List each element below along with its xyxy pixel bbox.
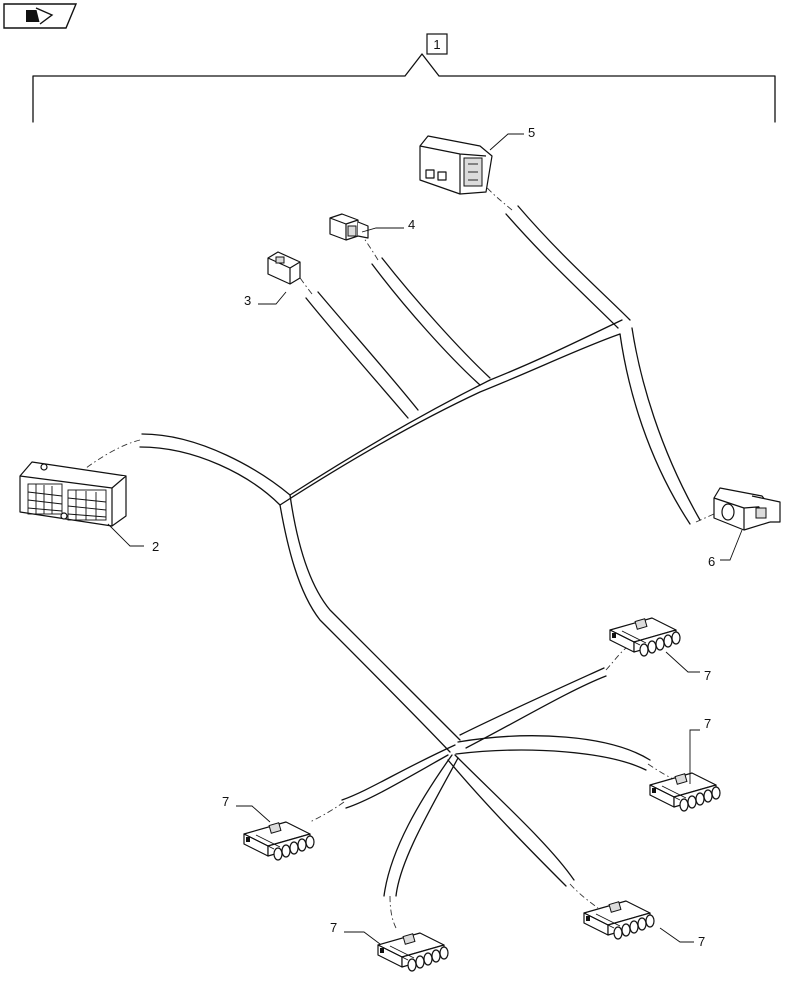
callout-7e: 7 bbox=[698, 934, 705, 949]
connector-7e bbox=[583, 900, 655, 940]
connector-7a bbox=[609, 617, 681, 657]
assembly-bracket: 1 bbox=[32, 33, 776, 123]
callout-labels: 2 3 4 5 6 7 7 7 7 7 bbox=[152, 125, 715, 949]
callout-6: 6 bbox=[708, 554, 715, 569]
callout-2: 2 bbox=[152, 539, 159, 554]
callout-7d: 7 bbox=[330, 920, 337, 935]
connector-7d bbox=[377, 932, 449, 972]
assembly-callout-box bbox=[426, 33, 448, 55]
callout-5: 5 bbox=[528, 125, 535, 140]
connector-7c bbox=[243, 821, 315, 861]
assembly-callout-label: 1 bbox=[433, 37, 440, 52]
connector-7b bbox=[649, 772, 721, 812]
connector-2 bbox=[19, 461, 127, 527]
harness-wires bbox=[139, 205, 701, 897]
callout-leaders bbox=[107, 133, 743, 945]
connector-6 bbox=[713, 487, 781, 531]
callout-7a: 7 bbox=[704, 668, 711, 683]
connector-3 bbox=[267, 251, 301, 285]
connector-4 bbox=[329, 213, 369, 241]
flip-page-icon bbox=[26, 7, 54, 25]
flip-page-button[interactable] bbox=[3, 3, 78, 29]
callout-7c: 7 bbox=[222, 794, 229, 809]
callout-3: 3 bbox=[244, 293, 251, 308]
pigtail-links bbox=[85, 181, 719, 929]
callout-7b: 7 bbox=[704, 716, 711, 731]
connector-5 bbox=[419, 135, 493, 195]
callout-4: 4 bbox=[408, 217, 415, 232]
